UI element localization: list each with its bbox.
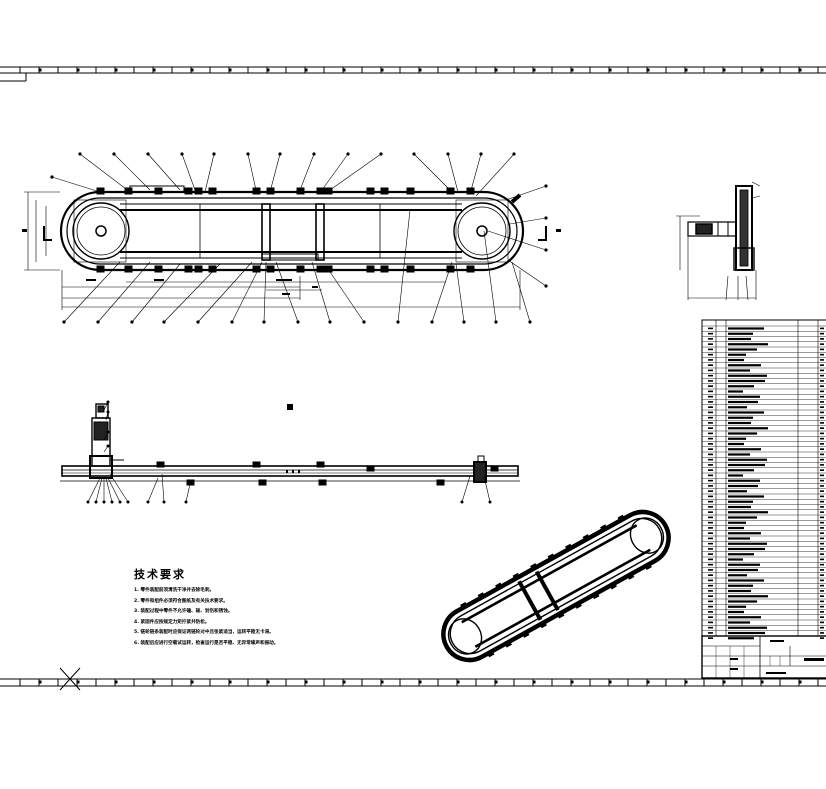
title-block [701, 635, 826, 679]
note-line-4: 4. 紧固件应按规定力矩拧紧并防松。 [134, 619, 210, 625]
top-border [0, 66, 826, 82]
end-view [676, 181, 761, 301]
top-view [22, 152, 561, 324]
isometric-view [441, 509, 671, 663]
note-line-1: 1. 零件装配前须清洗干净并去除毛刺。 [134, 588, 215, 593]
note-line-3: 3. 装配过程中零件不允许磕、碰、划伤和锈蚀。 [134, 609, 233, 615]
parts-list-table [701, 319, 826, 640]
left-sprocket [72, 199, 130, 263]
note-line-2: 2. 零件和组件必须符合图纸及有关技术要求。 [134, 598, 228, 604]
bottom-border [0, 667, 826, 691]
front-view [60, 400, 520, 504]
frame-outline [59, 190, 525, 272]
note-line-5: 5. 链轮链条装配时应保证两链轮对中且张紧适当，运转平稳无卡滞。 [134, 630, 274, 636]
technical-requirements: 技术要求 1. 零件装配前须清洗干净并去除毛刺。 2. 零件和组件必须符合图纸及… [134, 566, 354, 650]
notes-title: 技术要求 [134, 568, 186, 581]
right-sprocket [453, 199, 511, 263]
note-line-6: 6. 装配后应进行空载试运转，检查运行是否平稳、无异常噪声和振动。 [134, 640, 279, 646]
